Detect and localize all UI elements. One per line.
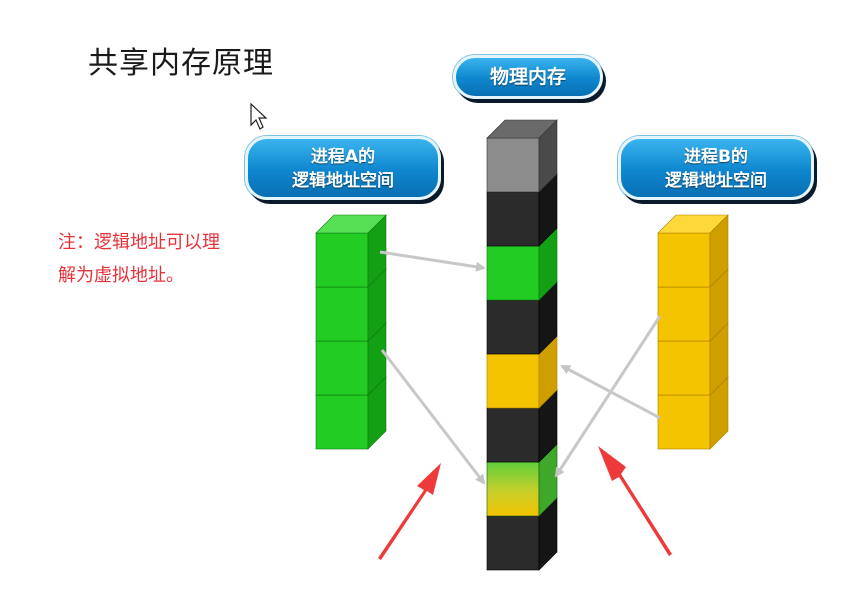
cursor-icon: [250, 102, 268, 130]
process-b-block: [657, 214, 729, 288]
right-red-arrow: [598, 446, 672, 556]
physical-memory-label: 物理内存: [453, 55, 603, 99]
process-a-label: 进程A的 逻辑地址空间: [245, 136, 441, 200]
process-a-label-line2: 逻辑地址空间: [292, 171, 394, 191]
process-b-stack: [657, 214, 729, 450]
highlight-arrows: [378, 446, 672, 560]
note-text: 注：逻辑地址可以理 解为虚拟地址。: [58, 226, 258, 292]
process-b-label: 进程B的 逻辑地址空间: [618, 136, 814, 200]
left-red-arrow: [378, 463, 441, 560]
process-a-block: [315, 214, 387, 288]
process-b-label-line2: 逻辑地址空间: [665, 171, 767, 191]
note-line1: 注：逻辑地址可以理: [58, 232, 220, 253]
process-a-label-line1: 进程A的: [310, 147, 376, 167]
physical-memory-label-text: 物理内存: [489, 66, 566, 88]
physical-memory-stack: [486, 119, 558, 571]
process-a-stack: [315, 214, 387, 450]
memory-block: [486, 119, 558, 193]
process-b-label-line1: 进程B的: [684, 147, 748, 167]
arrow-b-to-shared: [554, 315, 662, 478]
arrow-a-to-shared: [380, 349, 486, 485]
mapping-arrows: [379, 250, 662, 485]
arrow-a-to-green: [379, 250, 486, 272]
page-title: 共享内存原理: [88, 46, 274, 81]
note-line2: 解为虚拟地址。: [58, 265, 184, 286]
